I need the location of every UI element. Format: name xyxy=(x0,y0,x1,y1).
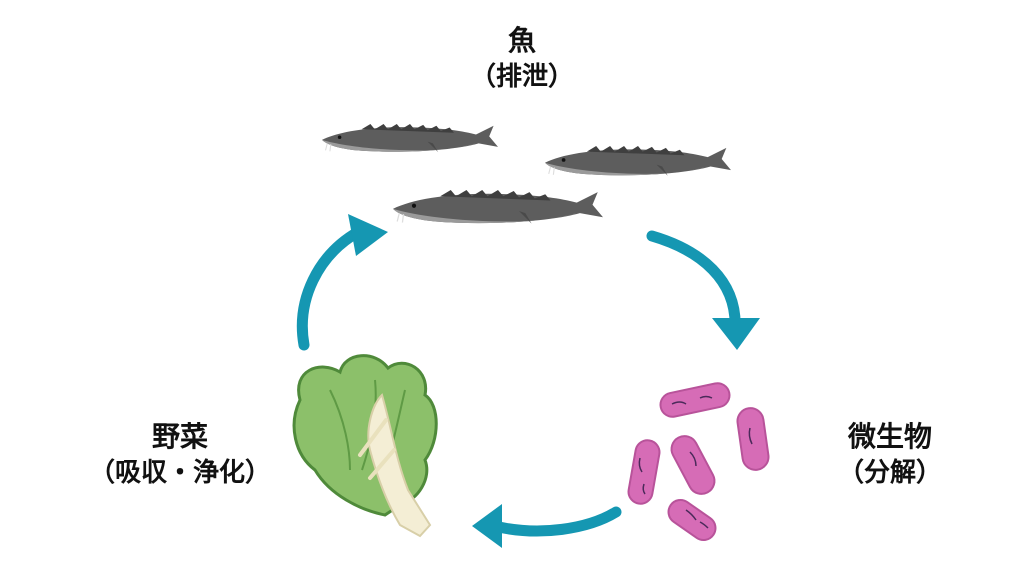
fish-label: 魚 （排泄） xyxy=(462,22,582,95)
arrow-fish-to-microbe-head xyxy=(712,318,760,350)
bacteria-icon xyxy=(627,382,770,542)
microbe-title: 微生物 xyxy=(847,420,932,453)
vegetable-subtitle: （吸収・浄化） xyxy=(88,457,271,488)
arrow-microbe-to-vegetable-head xyxy=(472,504,502,548)
arrow-vegetable-to-fish-head xyxy=(348,214,388,256)
microbe-subtitle: （分解） xyxy=(837,457,942,488)
sturgeon-fish-icon xyxy=(544,145,732,177)
bacteria-detail xyxy=(638,395,753,529)
arrow-vegetable-to-fish xyxy=(296,226,364,351)
vegetable-label: 野菜 （吸収・浄化） xyxy=(60,418,300,491)
fish-group xyxy=(321,123,732,225)
sturgeon-fish-icon xyxy=(321,123,499,153)
sturgeon-fish-icon xyxy=(392,189,604,225)
microbe-label: 微生物 （分解） xyxy=(800,418,980,491)
fish-subtitle: （排泄） xyxy=(469,61,574,92)
arrow-microbe-to-vegetable xyxy=(484,506,622,537)
lettuce-icon xyxy=(292,354,438,538)
arrow-fish-to-microbe xyxy=(646,230,741,336)
fish-title: 魚 xyxy=(507,24,536,57)
vegetable-title: 野菜 xyxy=(151,420,208,453)
